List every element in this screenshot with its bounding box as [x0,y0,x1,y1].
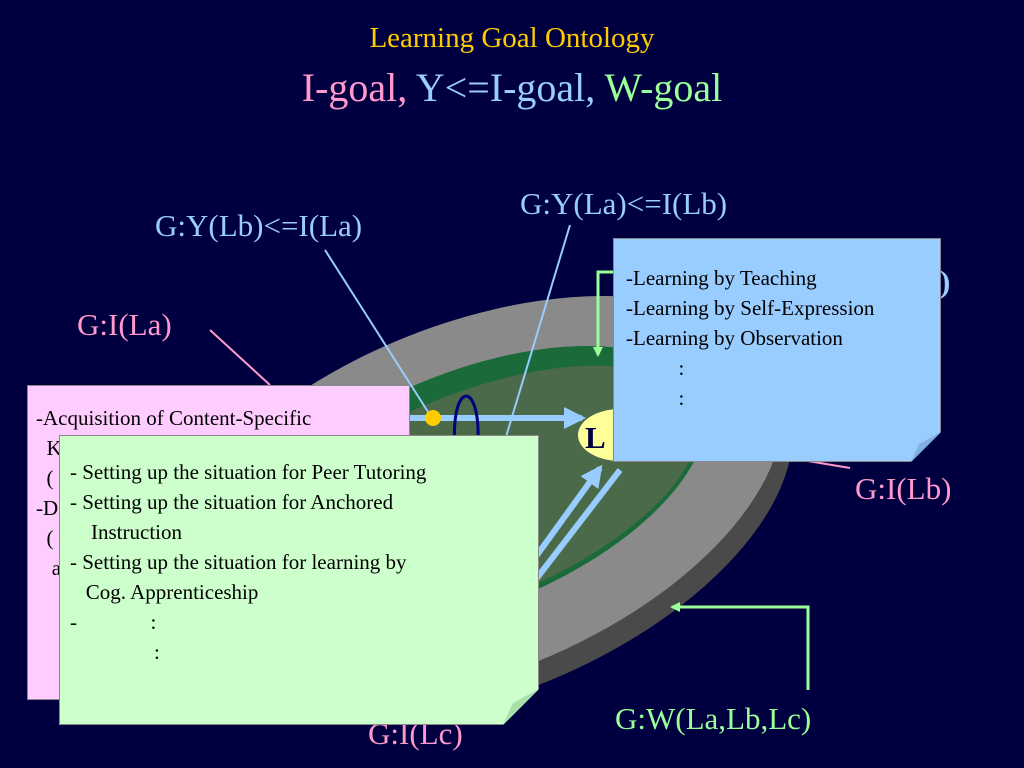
label-g-w: G:W(La,Lb,Lc) [615,701,812,736]
label-g-y-lb-ia: G:Y(Lb)<=I(La) [155,208,363,243]
note-line: : [626,356,685,380]
note-line: -Learning by Observation [626,326,843,350]
w-goal-arrow-top [593,270,615,357]
note-line: - : [70,610,157,634]
note-situation-setup: - Setting up the situation for Peer Tuto… [59,435,539,725]
note-line: -Acquisition of Content-Specific [36,406,312,430]
note-line: ( [36,526,54,550]
connector-i-la [209,329,271,386]
note-line: -Learning by Self-Expression [626,296,875,320]
w-goal-arrow [670,602,810,690]
note-line: ( [36,466,54,490]
note-line: Instruction [70,520,182,544]
note-line: a [36,556,62,580]
connector-y-la-ib [504,224,571,441]
hidden-label-paren: ) [940,264,950,299]
subtitle-y-goal: Y<=I-goal, [407,65,596,110]
note-line: -Learning by Teaching [626,266,817,290]
label-g-i-la: G:I(La) [77,307,172,342]
connector-y-lb-ia [324,249,431,416]
learner-node-dot [425,410,441,426]
note-line: K [36,436,62,460]
learner-node-label: L [585,420,606,455]
note-line: Cog. Apprenticeship [70,580,259,604]
note-line: - Setting up the situation for Anchored [70,490,394,514]
note-fold-corner [911,432,941,462]
note-line: : [70,640,160,664]
subtitle-i-goal: I-goal, [301,65,408,110]
slide-subtitle: I-goal, Y<=I-goal, W-goal [0,64,1024,111]
note-line: : [626,386,685,410]
subtitle-w-goal: W-goal [595,65,723,110]
note-line: -D [36,496,59,520]
label-g-i-lb: G:I(Lb) [855,471,952,506]
note-line: - Setting up the situation for learning … [70,550,407,574]
note-line: - Setting up the situation for Peer Tuto… [70,460,427,484]
note-fold-corner [503,689,539,725]
slide-title: Learning Goal Ontology [369,22,655,54]
label-g-y-la-ib: G:Y(La)<=I(Lb) [520,186,728,221]
note-learning-methods: -Learning by Teaching -Learning by Self-… [613,238,941,462]
self-loop-arc [452,394,480,451]
